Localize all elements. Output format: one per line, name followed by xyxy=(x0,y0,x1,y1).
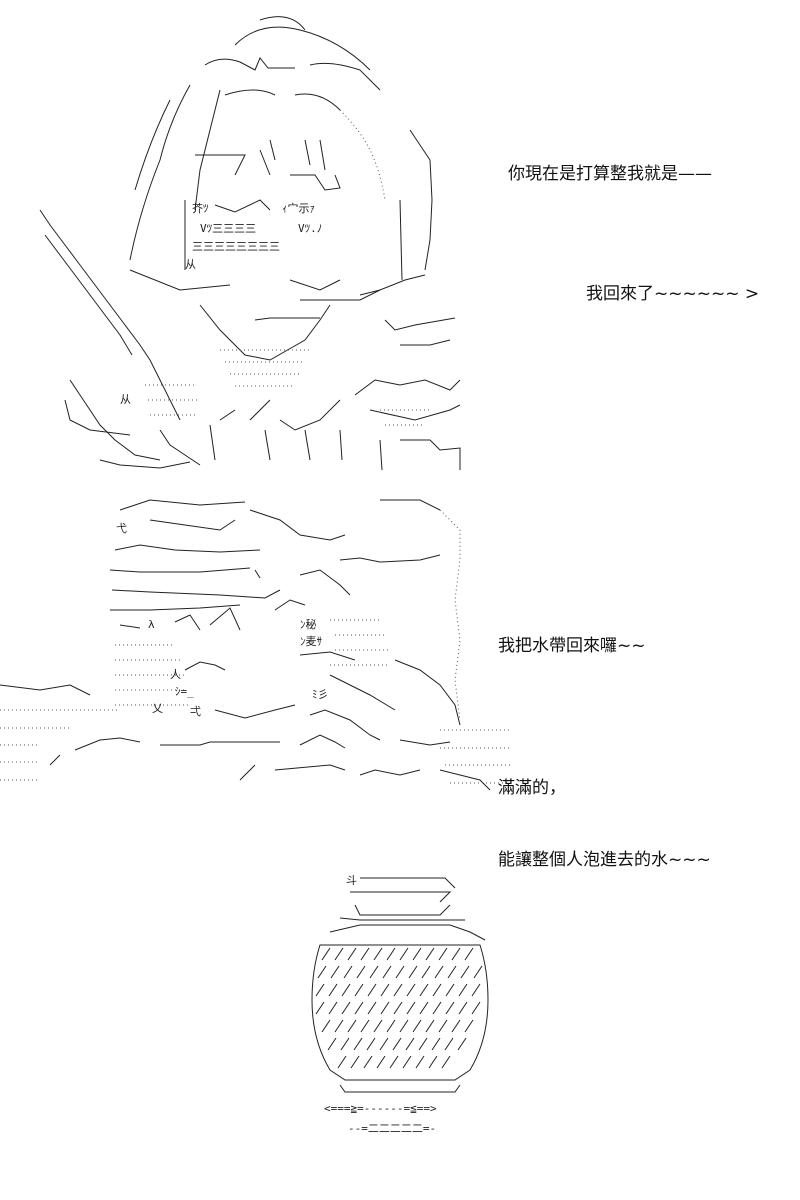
panel-2-art-label-5: ｼ=_ xyxy=(175,685,194,698)
panel-1-art-label-7: 从 xyxy=(120,393,131,406)
panel-1-art-label-5: 三三三三三三三三 xyxy=(192,240,280,253)
panel-1-art-label-3: Vﾂ三三三三 xyxy=(200,222,256,235)
panel-2-art-label-3: 人 xyxy=(170,668,181,681)
panel-1: 芥ﾂ ｨ宀示ｧ Vﾂ三三三三 Vﾂ.ﾉ 三三三三三三三三 从 从 xyxy=(0,0,800,480)
panel-2-dialogue: 我把水帶回來囉~~ 滿滿的， 能讓整個人泡進去的水~~~ xyxy=(498,586,711,920)
panel-1-art-label-6: 从 xyxy=(185,258,196,271)
panel-1-line-1: 你現在是打算整我就是—— xyxy=(508,164,712,184)
panel-3-art-label-2: <===≧=------=≦==> xyxy=(324,1102,437,1115)
panel-2-art-label-2: λ xyxy=(148,618,155,631)
panel-3: 斗 <===≧=------=≦==> --=二二二二二=- xyxy=(0,860,800,1160)
panel-2-art-label-7: ﾐ彡 xyxy=(312,688,329,701)
panel-3-jar-art: 斗 <===≧=------=≦==> --=二二二二二=- xyxy=(311,874,489,1135)
panel-2-art-label-1: 弋 xyxy=(116,522,127,535)
panel-2-art-label-4: ﾝ秘 xyxy=(300,617,317,631)
panel-2-art-label-6: ﾝ麦ｻ xyxy=(300,635,322,648)
panel-3-art-label-1: 斗 xyxy=(346,874,357,887)
jar-hatching xyxy=(315,947,483,1069)
panel-1-ascii-art: 芥ﾂ ｨ宀示ｧ Vﾂ三三三三 Vﾂ.ﾉ 三三三三三三三三 从 从 xyxy=(39,16,461,471)
panel-2-art-label-9: 弌 xyxy=(190,705,201,718)
panel-1-art-label-1: 芥ﾂ xyxy=(192,202,209,215)
panel-3-art-label-3: --=二二二二二=- xyxy=(348,1122,436,1135)
panel-2: 弋 λ 人 ﾝ秘 ｼ=_ ﾝ麦ｻ ﾐ彡 乂 弌 xyxy=(0,480,800,870)
panel-2-art-label-8: 乂 xyxy=(152,702,163,715)
panel-2-line-2: 滿滿的， xyxy=(498,778,566,798)
panel-2-ascii-art: 弋 λ 人 ﾝ秘 ｼ=_ ﾝ麦ｻ ﾐ彡 乂 弌 xyxy=(0,499,510,791)
panel-2-line-3: 能讓整個人泡進去的水~~~ xyxy=(498,850,711,870)
panel-1-line-2: 我回來了~~~~~~ > xyxy=(586,284,760,304)
panel-1-art-label-4: Vﾂ.ﾉ xyxy=(298,222,322,235)
panel-1-art-label-2: ｨ宀示ｧ xyxy=(282,202,315,215)
panel-2-line-1: 我把水帶回來囉~~ xyxy=(498,636,646,656)
